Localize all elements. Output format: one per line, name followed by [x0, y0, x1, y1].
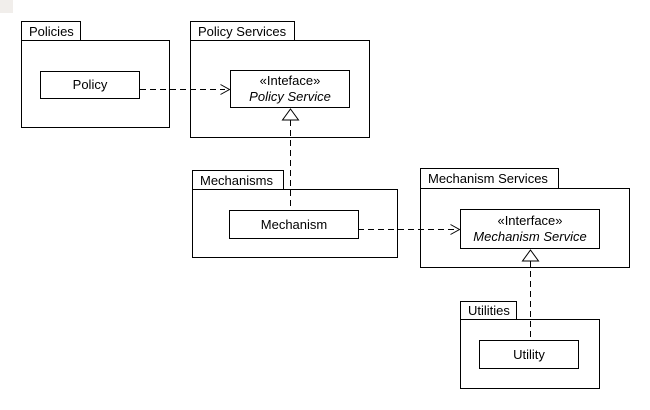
class-utility[interactable]: Utility — [479, 340, 579, 369]
realization-utility-to-mechanism-service[interactable] — [521, 249, 540, 340]
package-policy-services-label: Policy Services — [198, 23, 287, 39]
interface-policy-service[interactable]: «Inteface» Policy Service — [230, 70, 350, 108]
class-utility-label: Utility — [513, 346, 545, 362]
package-utilities-tab[interactable]: Utilities — [460, 301, 517, 320]
package-mechanisms-tab[interactable]: Mechanisms — [192, 170, 284, 190]
interface-mechanism-service-name: Mechanism Service — [473, 229, 587, 244]
hollow-triangle-icon — [521, 249, 540, 262]
hollow-triangle-icon — [281, 108, 300, 121]
package-policies-label: Policies — [29, 23, 74, 39]
class-mechanism[interactable]: Mechanism — [229, 210, 359, 239]
interface-policy-service-name: Policy Service — [249, 89, 331, 104]
open-arrowhead-icon — [450, 224, 461, 235]
package-mechanism-services-tab[interactable]: Mechanism Services — [420, 168, 559, 189]
dependency-policy-to-policy-service[interactable] — [140, 84, 231, 95]
interface-mechanism-service[interactable]: «Interface» Mechanism Service — [460, 209, 600, 249]
class-policy-label: Policy — [72, 77, 108, 92]
interface-policy-service-stereotype: «Inteface» — [259, 73, 321, 88]
realization-mechanism-to-policy-service[interactable] — [281, 108, 300, 210]
package-policy-services-tab[interactable]: Policy Services — [190, 21, 295, 41]
corner-artifact — [0, 0, 13, 13]
class-mechanism-label: Mechanism — [260, 216, 328, 232]
package-mechanism-services-label: Mechanism Services — [428, 171, 548, 186]
class-policy[interactable]: Policy — [40, 71, 140, 99]
open-arrowhead-icon — [220, 84, 231, 95]
dependency-mechanism-to-mechanism-service[interactable] — [358, 224, 461, 235]
package-mechanisms-label: Mechanisms — [200, 172, 273, 188]
package-utilities-label: Utilities — [468, 303, 510, 318]
interface-mechanism-service-stereotype: «Interface» — [497, 213, 563, 228]
